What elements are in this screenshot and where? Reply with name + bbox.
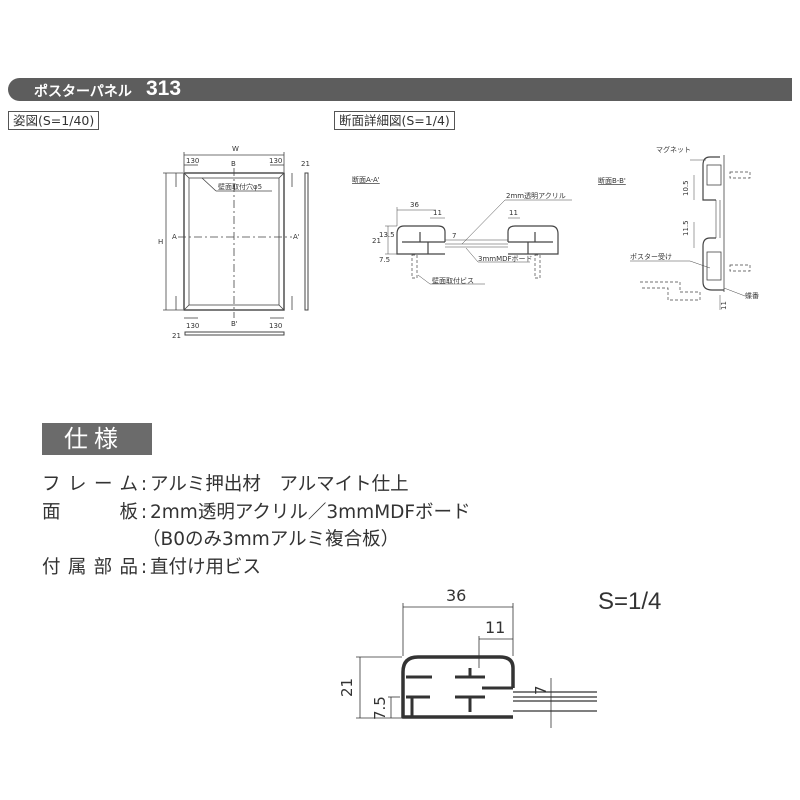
callout-poster-holder: ポスター受け bbox=[630, 252, 672, 261]
callout-mdf: 3mmMDFボード bbox=[478, 255, 533, 263]
dim-depth-bottom: 21 bbox=[172, 332, 181, 340]
frame-outer bbox=[183, 172, 285, 311]
dim-corner-br: 130 bbox=[269, 322, 282, 330]
spec-row-frame: フレーム:アルミ押出材 アルマイト仕上 bbox=[42, 470, 409, 496]
mark-a-prime: A' bbox=[293, 233, 300, 241]
aa-dim-upper: 13.5 bbox=[379, 231, 395, 239]
aa-dim-inner: 11 bbox=[433, 209, 442, 217]
dim-width: W bbox=[232, 145, 239, 153]
dim-depth-side: 21 bbox=[301, 160, 310, 168]
front-view-drawing bbox=[163, 152, 309, 336]
product-name: ポスターパネル bbox=[34, 84, 132, 100]
spec-row-accessories: 付属部品:直付け用ビス bbox=[42, 553, 261, 579]
spec-title: 仕様 bbox=[42, 423, 152, 455]
aa-dim-panel: 7 bbox=[452, 232, 456, 240]
dim-height: H bbox=[158, 238, 163, 246]
profile-dim-panel: 7 bbox=[532, 685, 550, 695]
callout-screw: 壁面取付ビス bbox=[432, 276, 474, 285]
spec-key: 面板 bbox=[42, 502, 138, 523]
frame-inner bbox=[188, 177, 280, 306]
product-header-bar: ポスターパネル 313 bbox=[8, 77, 792, 101]
bottom-view bbox=[184, 331, 285, 336]
section-aa-drawing bbox=[385, 199, 572, 285]
profile-dim-width: 36 bbox=[446, 586, 466, 605]
spec-value: 直付け用ビス bbox=[150, 557, 262, 578]
callout-mounting-hole: 壁面取付穴φ5 bbox=[218, 182, 262, 191]
model-number: 313 bbox=[146, 77, 182, 100]
aa-dim-total: 21 bbox=[372, 237, 381, 245]
profile-dim-inner: 11 bbox=[485, 618, 505, 637]
dim-corner-tr: 130 bbox=[269, 157, 282, 165]
section-bb-title: 断面B-B' bbox=[598, 176, 626, 185]
aa-dim-width: 36 bbox=[410, 201, 419, 209]
side-view bbox=[304, 172, 309, 311]
mark-b-prime: B' bbox=[231, 320, 238, 328]
section-bb-drawing bbox=[630, 155, 751, 310]
bb-dim-bottom: 11 bbox=[720, 301, 728, 310]
section-aa-title: 断面A-A' bbox=[352, 175, 380, 184]
profile-dim-total: 21 bbox=[338, 678, 356, 697]
spec-key: 付属部品 bbox=[42, 557, 138, 578]
mark-b: B bbox=[231, 160, 236, 168]
mark-a: A bbox=[172, 233, 177, 241]
callout-hinge: 蝶番 bbox=[745, 291, 759, 300]
large-profile-drawing bbox=[356, 603, 597, 728]
aa-dim-inner-right: 11 bbox=[509, 209, 518, 217]
spec-value: （B0のみ3mmアルミ複合板） bbox=[142, 529, 400, 550]
spec-key: フレーム bbox=[42, 474, 138, 495]
spec-row-panel: 面板:2mm透明アクリル／3mmMDFボード bbox=[42, 498, 471, 524]
callout-acrylic: 2mm透明アクリル bbox=[506, 192, 566, 200]
section-detail-label: 断面詳細図(S=1/4) bbox=[334, 111, 455, 130]
profile-dim-lower: 7.5 bbox=[371, 696, 389, 720]
spec-value: アルミ押出材 アルマイト仕上 bbox=[150, 474, 409, 495]
dim-corner-bl: 130 bbox=[186, 322, 199, 330]
spec-row-panel-note: （B0のみ3mmアルミ複合板） bbox=[142, 525, 399, 551]
aa-dim-lower: 7.5 bbox=[379, 256, 390, 264]
profile-scale-label: S=1/4 bbox=[598, 588, 662, 615]
spec-value: 2mm透明アクリル／3mmMDFボード bbox=[150, 502, 471, 523]
bb-dim-top: 10.5 bbox=[682, 180, 690, 196]
dim-corner-tl: 130 bbox=[186, 157, 199, 165]
bb-dim-mid: 11.5 bbox=[682, 220, 690, 236]
front-view-label: 姿図(S=1/40) bbox=[8, 111, 100, 130]
callout-magnet: マグネット bbox=[656, 145, 691, 154]
